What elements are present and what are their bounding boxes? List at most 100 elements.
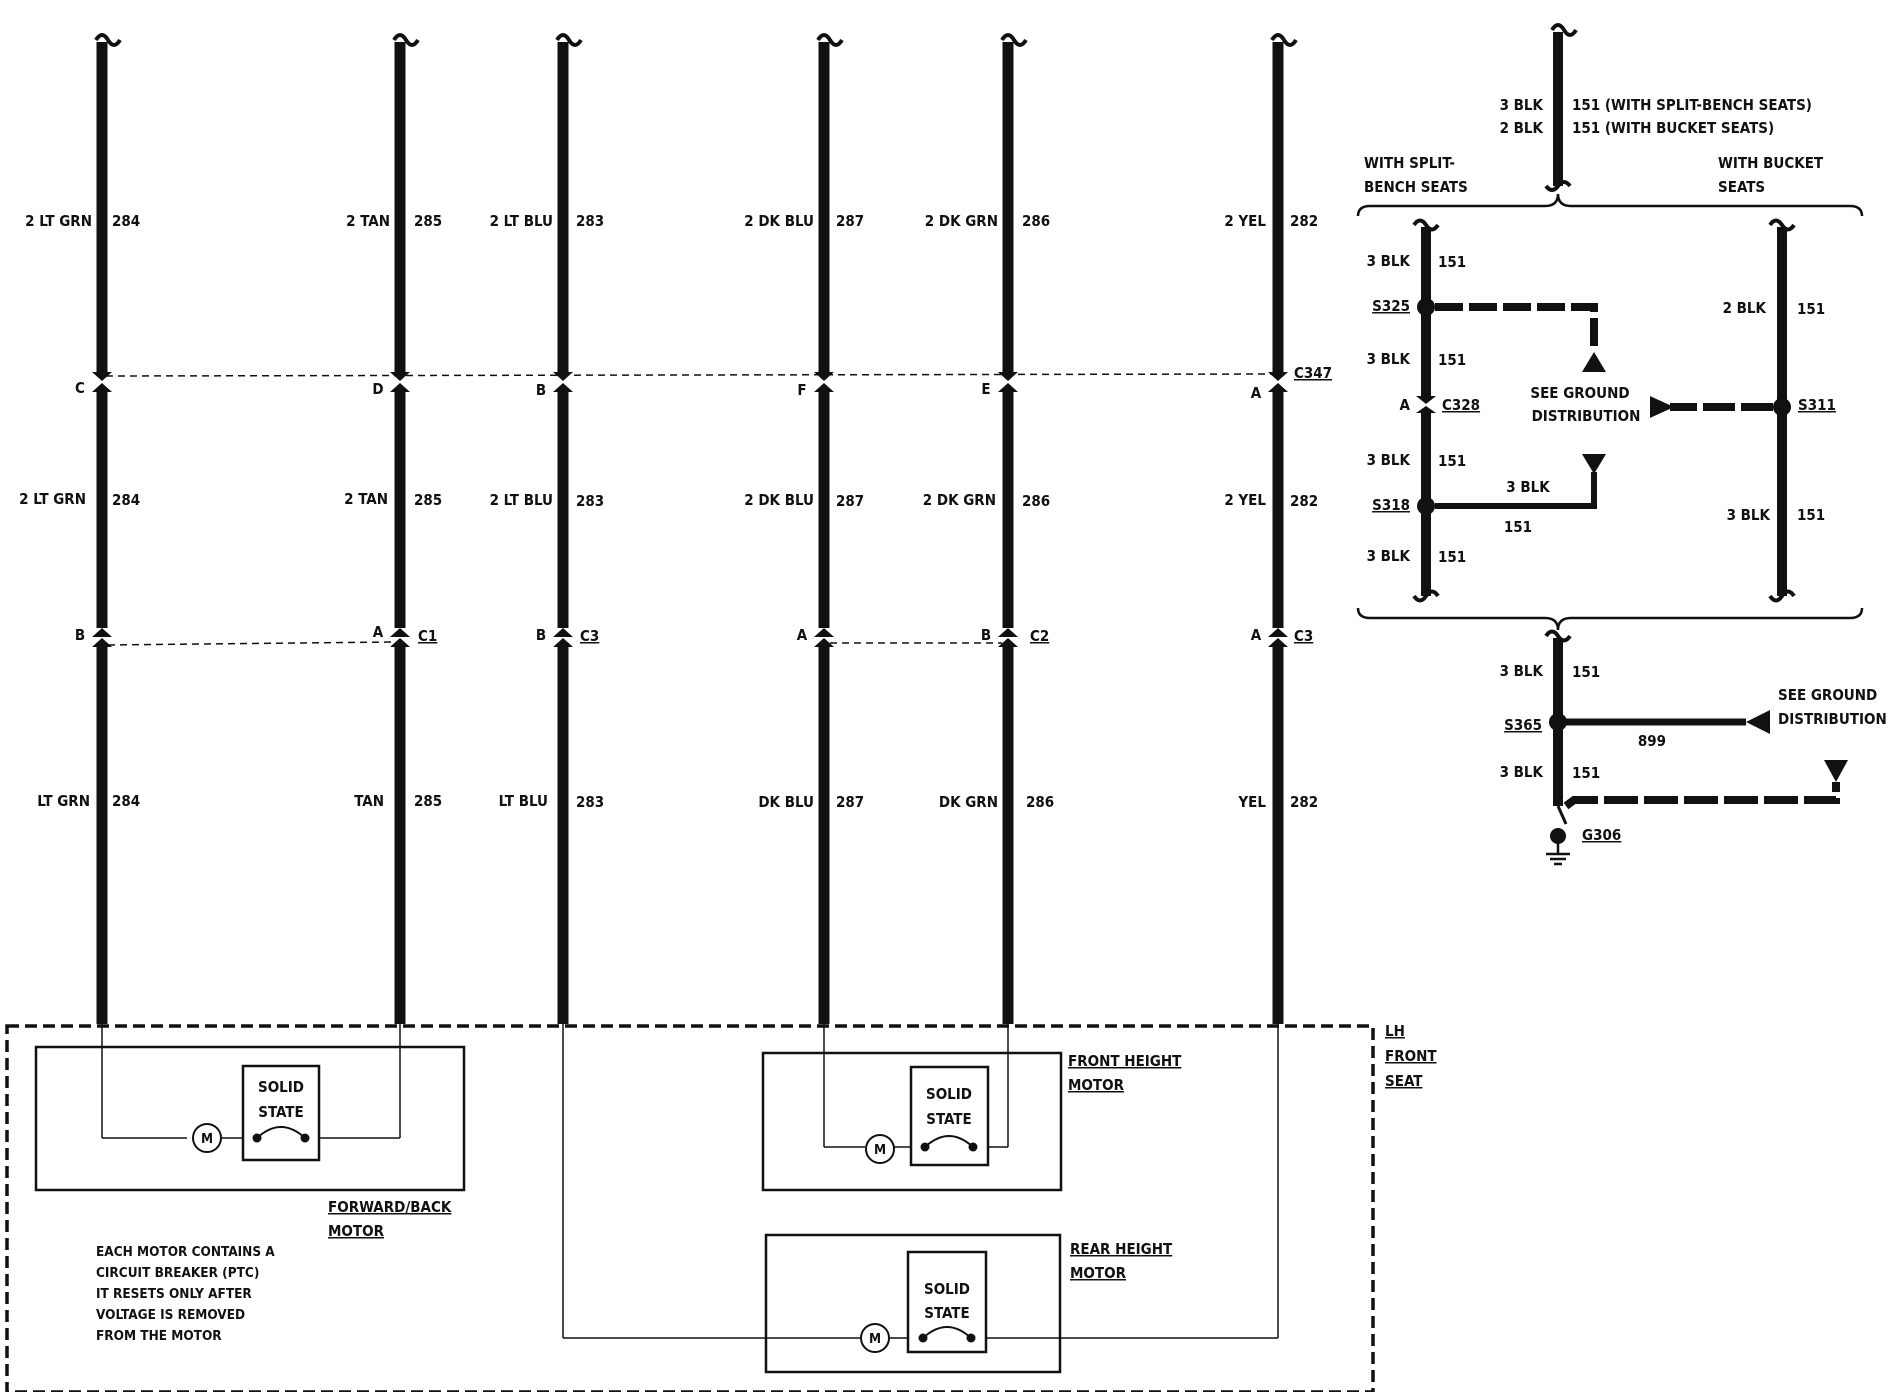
- top-wire-color-2: 2 BLK: [1500, 119, 1544, 137]
- bottom-pin-w283: B: [536, 626, 546, 644]
- lh-front-seat-label: LH FRONT SEAT: [1385, 1022, 1437, 1090]
- wire-284-mid-circuit: 284: [112, 491, 140, 509]
- rear-solid-state-line2: STATE: [924, 1304, 969, 1322]
- right-wire-color-2: 3 BLK: [1727, 506, 1771, 524]
- wire-282-upper-circuit: 282: [1290, 212, 1318, 230]
- seat-label-line1: LH: [1385, 1022, 1405, 1040]
- wire-287-lower-color: DK BLU: [758, 793, 814, 811]
- front-solid-state-line2: STATE: [926, 1110, 971, 1128]
- wire-287-lower-circuit: 287: [836, 793, 864, 811]
- bottom-wire-color-2: 3 BLK: [1500, 763, 1544, 781]
- c328-pin-label: A: [1400, 396, 1411, 414]
- wire-286: [1000, 33, 1028, 1024]
- top-wire-text-1: 151 (WITH SPLIT-BENCH SEATS): [1572, 96, 1812, 114]
- bottom-wire-color-1: 3 BLK: [1500, 662, 1544, 680]
- wire-286-upper-color: 2 DK GRN: [925, 212, 998, 230]
- wire-282-mid-circuit: 282: [1290, 492, 1318, 510]
- s325-branch-to-ground: [1435, 303, 1598, 352]
- rear-motor-label-line1: REAR HEIGHT: [1070, 1240, 1173, 1258]
- wire-285-lower-color: TAN: [354, 792, 384, 810]
- wire-286-mid-circuit: 286: [1022, 492, 1050, 510]
- rear-breaker-icon: [922, 1326, 972, 1339]
- splice-s311-label: S311: [1798, 396, 1836, 414]
- front-motor-symbol-icon: [865, 1134, 895, 1164]
- wire-282-lower-color: YEL: [1237, 793, 1266, 811]
- wire-287-upper-color: 2 DK BLU: [744, 212, 814, 230]
- front-motor-m-label: M: [874, 1142, 886, 1158]
- s365-branch-circuit: 899: [1638, 732, 1666, 750]
- wire-283-upper-color: 2 LT BLU: [490, 212, 553, 230]
- left-wire-color-3: 3 BLK: [1367, 451, 1411, 469]
- wire-286-lower-color: DK GRN: [939, 793, 998, 811]
- wire-286-lower-circuit: 286: [1026, 793, 1054, 811]
- wire-283-mid-color: 2 LT BLU: [490, 491, 553, 509]
- see-ground-label-1: SEE GROUND: [1530, 384, 1629, 402]
- top-brace: [1356, 193, 1864, 217]
- c347-pin-w282: A: [1251, 384, 1262, 402]
- s311-ground-arrow-icon: [1650, 396, 1674, 418]
- ground-circuit: 3 BLK 151 (WITH SPLIT-BENCH SEATS) 2 BLK…: [1356, 23, 1887, 866]
- wire-285-upper-circuit: 285: [414, 212, 442, 230]
- rear-motor-label-line2: MOTOR: [1070, 1264, 1127, 1282]
- bottom-wire-circuit-2: 151: [1572, 764, 1600, 782]
- note-line-5: FROM THE MOTOR: [96, 1328, 222, 1344]
- wire-285: [392, 33, 420, 1024]
- see-ground2-label-1: SEE GROUND: [1778, 686, 1877, 704]
- fb-motor-label-line2: MOTOR: [328, 1222, 385, 1240]
- wire-285-mid-color: 2 TAN: [344, 490, 388, 508]
- connector-c3-label-1: C3: [580, 627, 599, 645]
- wire-287-labels: 2 DK BLU 287 2 DK BLU 287 DK BLU 287: [744, 212, 864, 811]
- top-wire-color-1: 3 BLK: [1500, 96, 1544, 114]
- front-motor-label-line2: MOTOR: [1068, 1076, 1125, 1094]
- rear-solid-state-line1: SOLID: [924, 1280, 970, 1298]
- connector-c2-label: C2: [1030, 627, 1049, 645]
- wire-286-mid-color: 2 DK GRN: [923, 491, 996, 509]
- note-line-2: CIRCUIT BREAKER (PTC): [96, 1265, 259, 1281]
- fb-motor-m-label: M: [201, 1131, 213, 1147]
- bottom-pin-w282: A: [1251, 626, 1262, 644]
- left-wire-color-2: 3 BLK: [1367, 350, 1411, 368]
- c347-pin-w285: D: [372, 380, 383, 398]
- lower-connector-pins: B A C1 B C3 A B C2 A C3: [75, 623, 1313, 645]
- wire-285-mid-circuit: 285: [414, 491, 442, 509]
- c347-pin-w284: C: [75, 379, 85, 397]
- bucket-label-1: WITH BUCKET: [1718, 154, 1824, 172]
- split-bench-label-1: WITH SPLIT-: [1364, 154, 1455, 172]
- bottom-pin-w285: A: [373, 623, 384, 641]
- splice-s325-label: S325: [1372, 297, 1410, 315]
- wire-284-lower-circuit: 284: [112, 792, 140, 810]
- rear-height-motor-assembly: M SOLID STATE REAR HEIGHT MOTOR: [562, 1024, 1279, 1374]
- fb-solid-state-line2: STATE: [258, 1103, 303, 1121]
- wire-284-lower-color: LT GRN: [37, 792, 90, 810]
- wire-285-labels: 2 TAN 285 2 TAN 285 TAN 285: [344, 212, 442, 810]
- lh-front-seat-boundary: [5, 1024, 1375, 1392]
- wire-282-mid-color: 2 YEL: [1224, 491, 1266, 509]
- s318-branch-circuit: 151: [1504, 518, 1532, 536]
- s318-branch-color: 3 BLK: [1506, 478, 1550, 496]
- wire-285-upper-color: 2 TAN: [346, 212, 390, 230]
- s318-branch-to-ground: [1435, 472, 1597, 509]
- wire-284-upper-circuit: 284: [112, 212, 140, 230]
- wire-283-upper-circuit: 283: [576, 212, 604, 230]
- wire-287-upper-circuit: 287: [836, 212, 864, 230]
- wire-284-upper-color: 2 LT GRN: [25, 212, 92, 230]
- circuit-breaker-note: EACH MOTOR CONTAINS A CIRCUIT BREAKER (P…: [96, 1244, 275, 1344]
- splice-s325-dot: [1417, 298, 1435, 316]
- lower-connector-terminals: [92, 628, 1288, 647]
- connector-c347-pins: C D B F E A C347: [75, 364, 1332, 402]
- left-wire-circuit-1: 151: [1438, 253, 1466, 271]
- connector-c347-dashed-line: [105, 373, 1273, 377]
- splice-s318-dot: [1417, 497, 1435, 515]
- see-ground2-label-2: DISTRIBUTION: [1778, 710, 1887, 728]
- forward-back-motor-assembly: M SOLID STATE FORWARD/BACK MOTOR: [34, 1024, 466, 1240]
- right-wire-color-1: 2 BLK: [1723, 299, 1767, 317]
- s365-ground-arrow-icon: [1746, 710, 1770, 734]
- wire-283-lower-circuit: 283: [576, 793, 604, 811]
- right-wire-circuit-2: 151: [1797, 506, 1825, 524]
- g306-ground-arrow-icon: [1824, 760, 1848, 782]
- right-wire-circuit-1: 151: [1797, 300, 1825, 318]
- g306-branch: [1563, 782, 1840, 810]
- connector-c328-label: C328: [1442, 396, 1480, 414]
- wire-284-labels: 2 LT GRN 284 2 LT GRN 284 LT GRN 284: [19, 212, 140, 810]
- top-wire-text-2: 151 (WITH BUCKET SEATS): [1572, 119, 1774, 137]
